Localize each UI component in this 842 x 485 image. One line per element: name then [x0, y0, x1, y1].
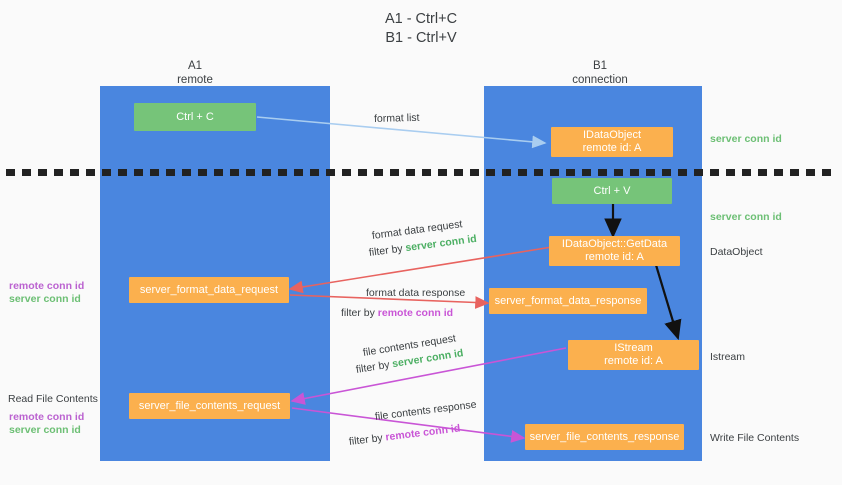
left-label-read-file-contents: Read File Contents	[8, 393, 98, 405]
column-header-a1: A1 remote	[177, 60, 213, 86]
right-label-istream: Istream	[710, 351, 746, 363]
node-server-format-data-response[interactable]: server_format_data_response	[489, 288, 647, 314]
node-idataobject-getdata[interactable]: IDataObject::GetData remote id: A	[549, 236, 680, 266]
divider-dashed-line	[6, 169, 836, 176]
node-ctrl-c[interactable]: Ctrl + C	[134, 103, 256, 131]
edge-label-format-data-response-filter: filter by remote conn id	[341, 306, 453, 320]
left-label-server-conn-id-bottom: server conn id	[9, 424, 81, 436]
filter-prefix: filter by	[348, 431, 387, 448]
filter-prefix: filter by	[368, 242, 407, 259]
edge-label-file-contents-response: file contents response	[374, 398, 478, 423]
right-label-server-conn-id-second: server conn id	[710, 211, 782, 223]
node-istream[interactable]: IStream remote id: A	[568, 340, 699, 370]
edge-label-format-list: format list	[373, 111, 420, 125]
left-label-remote-conn-id-mid: remote conn id	[9, 280, 85, 292]
column-header-b1: B1 connection	[572, 60, 628, 86]
node-ctrl-v[interactable]: Ctrl + V	[552, 178, 672, 204]
right-label-server-conn-id-top: server conn id	[710, 133, 782, 145]
filter-prefix: filter by	[341, 307, 378, 319]
page-title: A1 - Ctrl+C B1 - Ctrl+V	[384, 11, 458, 46]
node-server-file-contents-response[interactable]: server_file_contents_response	[525, 424, 684, 450]
edge-label-format-data-response: format data response	[366, 287, 466, 299]
right-label-write-file-contents: Write File Contents	[710, 432, 800, 444]
edge-label-file-contents-response-filter: filter by remote conn id	[348, 421, 461, 449]
node-server-file-contents-request[interactable]: server_file_contents_request	[129, 393, 290, 419]
filter-prefix: filter by	[355, 358, 394, 376]
node-server-format-data-request[interactable]: server_format_data_request	[129, 277, 289, 303]
filter-key-remote-conn-id: remote conn id	[377, 307, 454, 319]
right-label-dataobject: DataObject	[710, 246, 763, 258]
filter-key-remote-conn-id: remote conn id	[384, 422, 461, 444]
left-label-remote-conn-id-bottom: remote conn id	[9, 411, 85, 423]
node-idataobject[interactable]: IDataObject remote id: A	[551, 127, 673, 157]
left-label-server-conn-id-mid: server conn id	[9, 293, 81, 305]
